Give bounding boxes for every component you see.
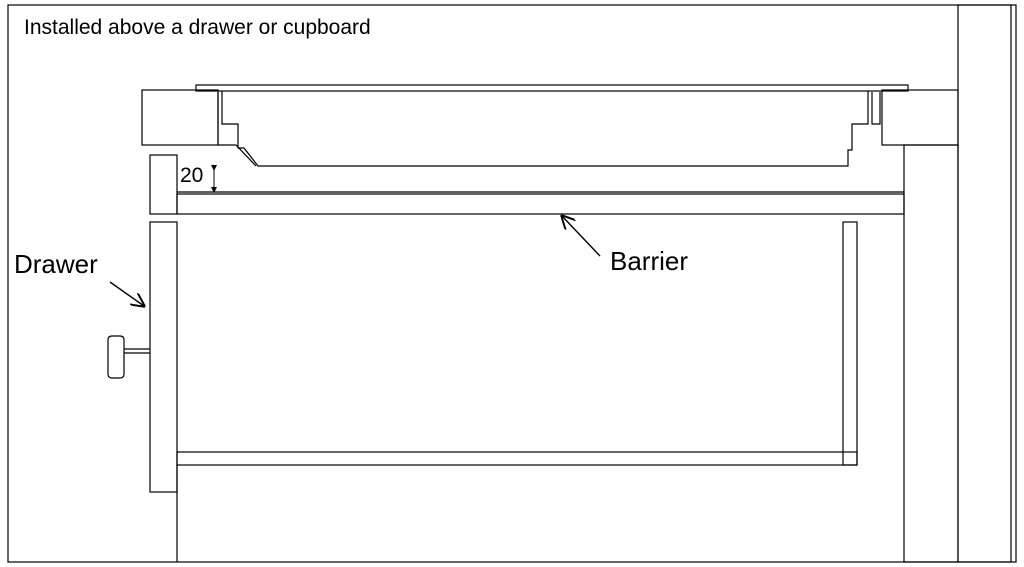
hob-body <box>221 91 869 167</box>
cabinet-side-panel <box>903 144 959 563</box>
worktop-left <box>141 89 219 146</box>
drawer-front <box>149 221 178 493</box>
hob-body-inner <box>217 92 257 167</box>
figure-border <box>7 4 1017 563</box>
drawer-arrow <box>109 281 144 306</box>
barrier-arrow <box>562 216 601 257</box>
hob-glass-plate <box>195 84 909 92</box>
diagram-title: Installed above a drawer or cupboard <box>24 16 371 39</box>
drawer-bottom <box>176 451 858 466</box>
drawer-label: Drawer <box>14 249 98 279</box>
hob-body-inner-right <box>871 92 881 125</box>
drawer-handle <box>107 335 150 379</box>
wall-outer-hatch <box>957 4 1012 563</box>
barrier-label: Barrier <box>610 246 688 276</box>
worktop-right <box>881 89 959 146</box>
clearance-value: 20 <box>180 164 203 187</box>
drawer-back <box>842 221 858 466</box>
barrier-shelf <box>176 193 905 215</box>
cabinet-top-rail <box>149 154 178 215</box>
